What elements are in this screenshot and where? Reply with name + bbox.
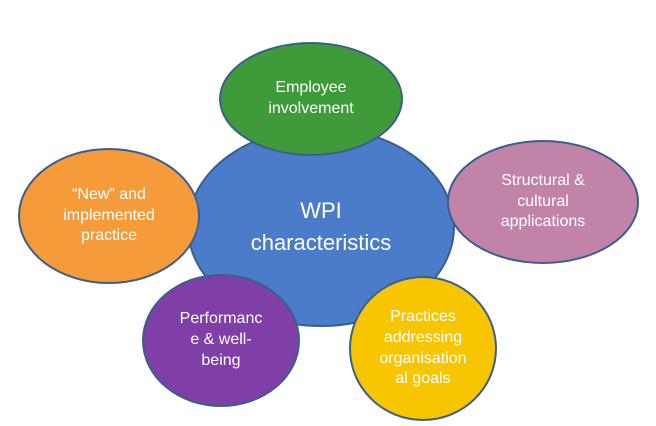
node-employee-involvement: Employee involvement xyxy=(219,42,403,156)
node-label-structural-cultural-applications: Structural & cultural applications xyxy=(500,171,586,231)
node-practices-addressing-organisational-goals: Practices addressing organisation al goa… xyxy=(349,276,497,421)
node-new-and-implemented-practice: “New” and implemented practice xyxy=(18,148,200,284)
node-label-employee-involvement: Employee involvement xyxy=(268,79,354,117)
node-label-performance-well-being: Performanc e & well- being xyxy=(179,310,263,369)
node-structural-cultural-applications: Structural & cultural applications xyxy=(447,140,639,264)
node-label-new-and-implemented-practice: “New” and implemented practice xyxy=(63,185,155,245)
center-node-label: WPI characteristics xyxy=(250,198,392,255)
node-label-practices-addressing-organisational-goals: Practices addressing organisation al goa… xyxy=(379,307,467,388)
node-performance-well-being: Performanc e & well- being xyxy=(142,274,300,407)
